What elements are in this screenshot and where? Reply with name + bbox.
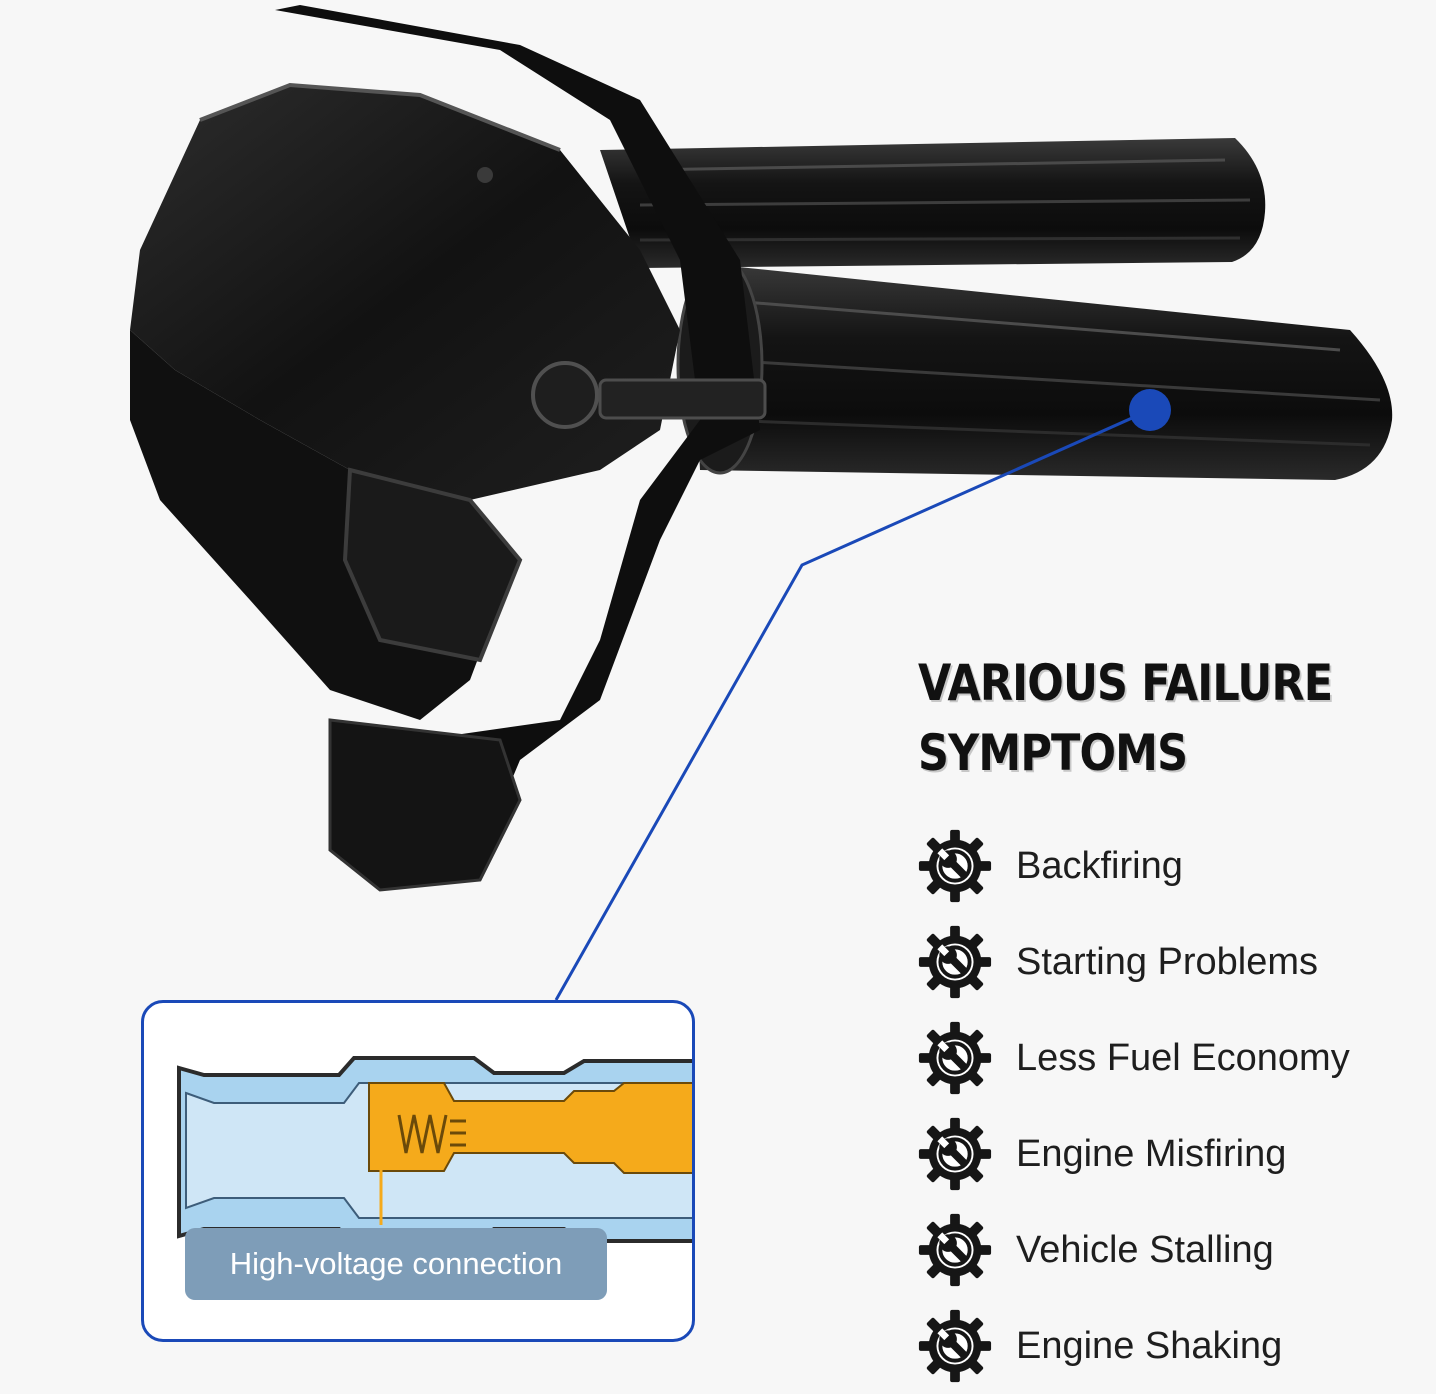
symptom-label: Starting Problems xyxy=(1016,940,1319,983)
heading-line-2: SYMPTOMS xyxy=(918,724,1188,782)
coil-housing xyxy=(130,5,767,892)
list-item: Starting Problems xyxy=(916,914,1350,1010)
symptom-label: Engine Misfiring xyxy=(1016,1132,1287,1175)
gear-wrench-icon xyxy=(916,1211,994,1289)
heading-line-1: VARIOUS FAILURE xyxy=(918,654,1333,712)
symptom-list: Backfiring Starting Problems Less Fuel E… xyxy=(916,818,1350,1394)
symptom-label: Less Fuel Economy xyxy=(1016,1036,1350,1079)
boot-cross-section-diagram xyxy=(177,1056,692,1247)
list-item: Engine Shaking xyxy=(916,1298,1350,1394)
callout-pointer xyxy=(554,389,1171,1001)
cross-section-inset: High-voltage connection xyxy=(141,1000,695,1342)
list-item: Backfiring xyxy=(916,818,1350,914)
gear-wrench-icon xyxy=(916,923,994,1001)
symptom-label: Backfiring xyxy=(1016,844,1183,887)
gear-wrench-icon xyxy=(916,1115,994,1193)
symptom-label: Vehicle Stalling xyxy=(1016,1228,1274,1271)
back-boot-tube xyxy=(600,138,1266,268)
gear-wrench-icon xyxy=(916,1307,994,1385)
failure-symptoms-heading: VARIOUS FAILURE SYMPTOMS xyxy=(918,648,1333,788)
gear-wrench-icon xyxy=(916,827,994,905)
list-item: Engine Misfiring xyxy=(916,1106,1350,1202)
symptom-label: Engine Shaking xyxy=(1016,1324,1283,1367)
list-item: Vehicle Stalling xyxy=(916,1202,1350,1298)
gear-wrench-icon xyxy=(916,1019,994,1097)
front-boot-tube xyxy=(676,255,1393,480)
list-item: Less Fuel Economy xyxy=(916,1010,1350,1106)
high-voltage-connection-label: High-voltage connection xyxy=(185,1228,607,1300)
